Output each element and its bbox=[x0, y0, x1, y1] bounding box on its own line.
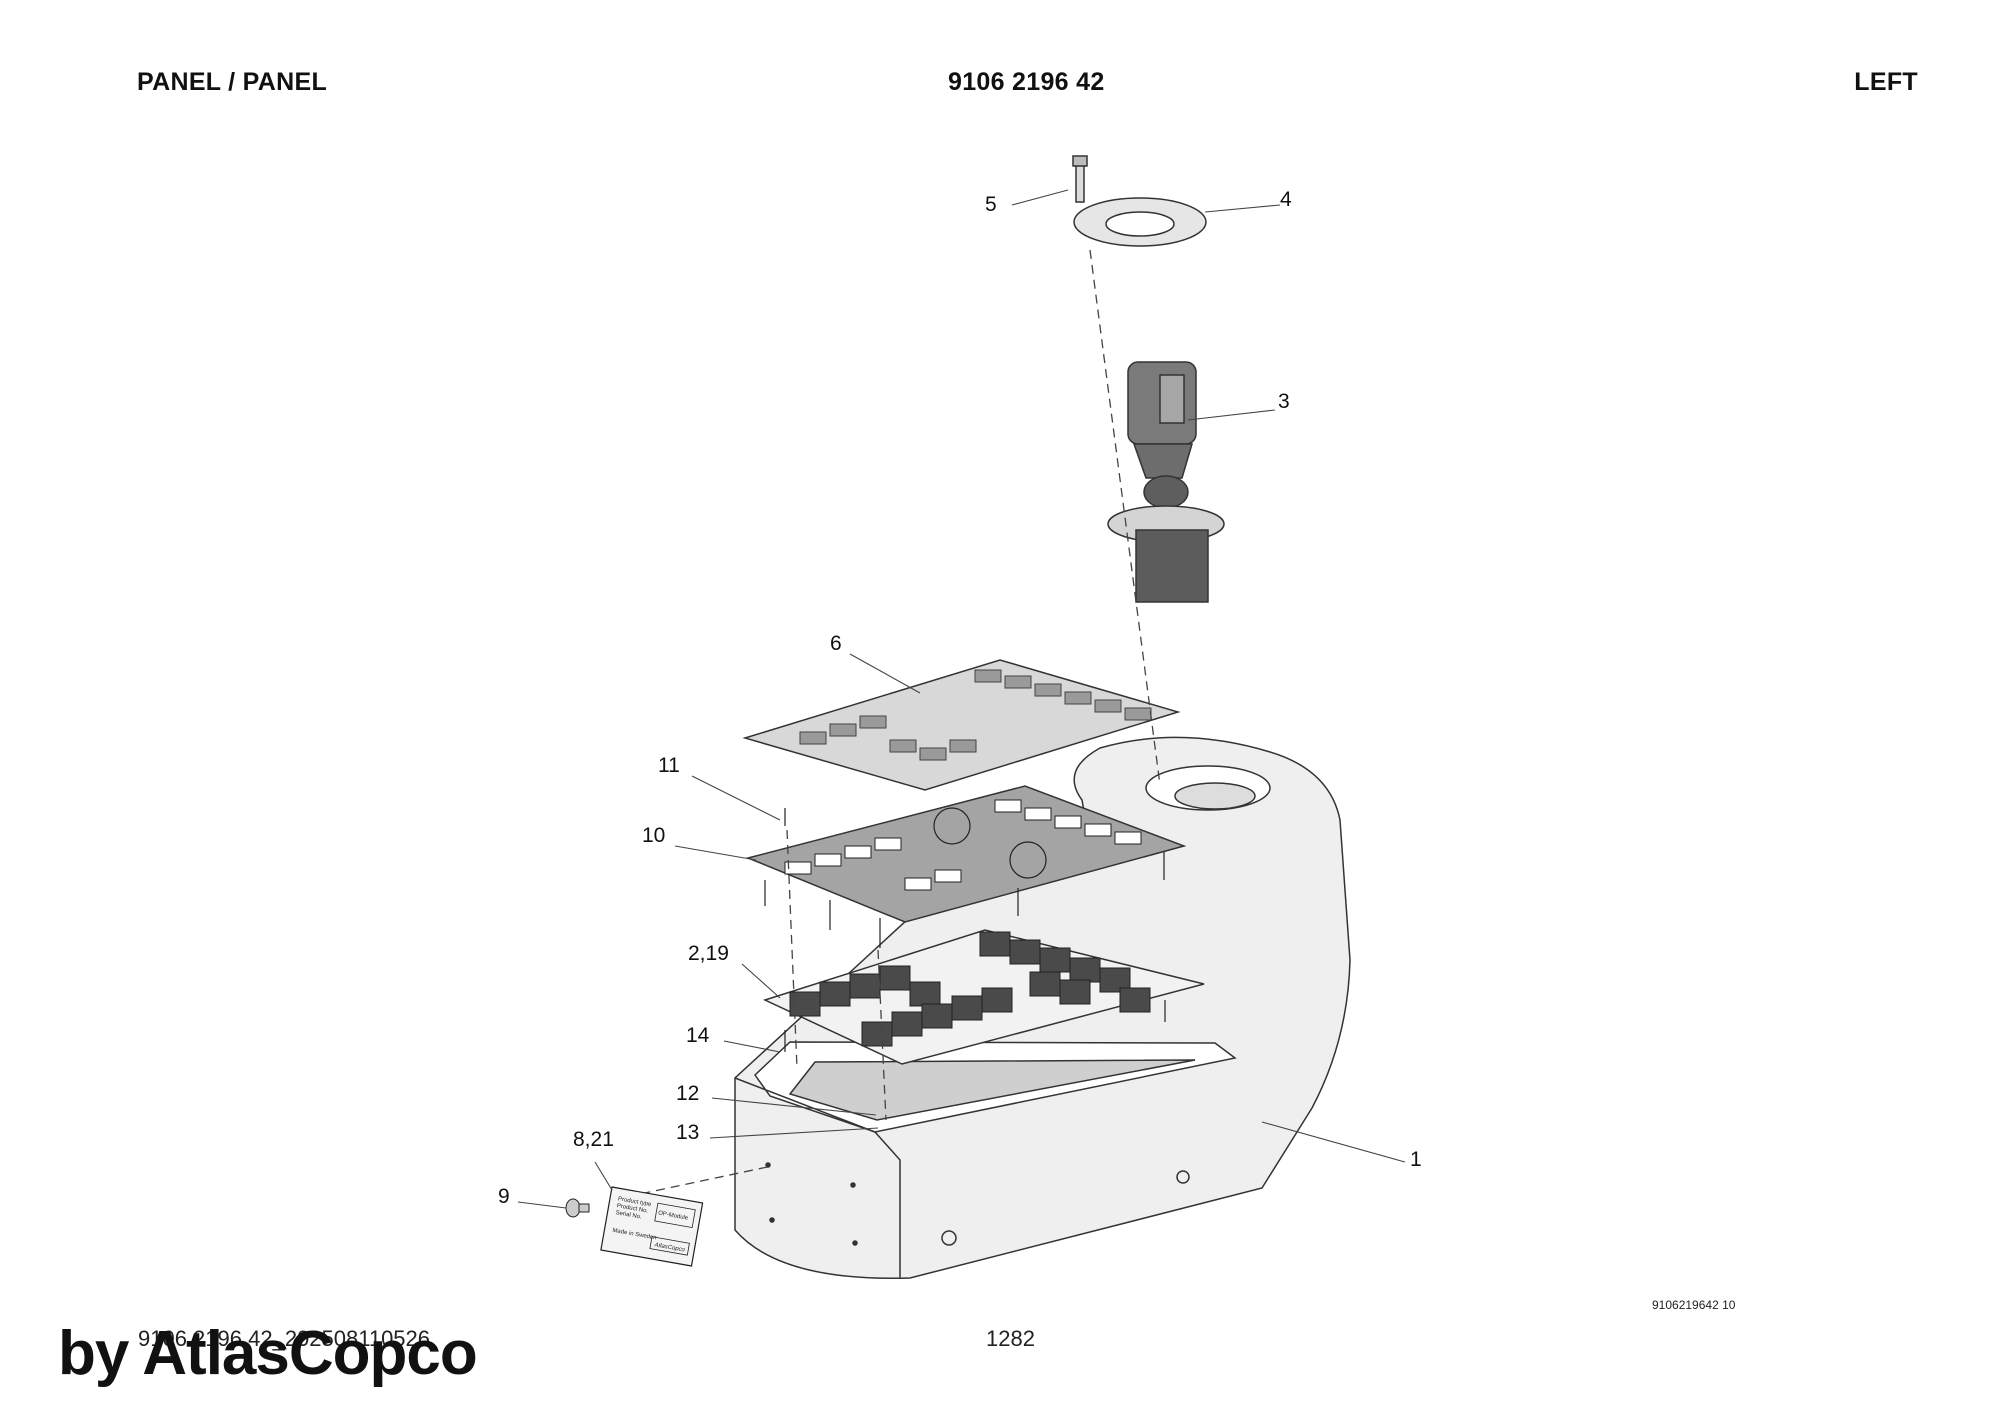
figure-code: 9106219642 10 bbox=[1652, 1298, 1736, 1312]
page-number: 1282 bbox=[986, 1326, 1035, 1351]
bracket-hole bbox=[1009, 841, 1047, 879]
bracket-hole bbox=[933, 807, 971, 845]
side-label: LEFT bbox=[1854, 68, 1918, 96]
part-number: 9106 2196 42 bbox=[948, 68, 1105, 96]
plate-product-no: Product No. bbox=[616, 1203, 649, 1214]
callout-rating-plate: 8,21 bbox=[573, 1128, 614, 1151]
callout-nut: 13 bbox=[676, 1121, 700, 1144]
joystick-body bbox=[1135, 529, 1209, 603]
rating-plate: Product type Product No. Serial No. OP-M… bbox=[600, 1186, 704, 1267]
callout-flange: 4 bbox=[1280, 188, 1292, 211]
callout-screw-11: 11 bbox=[658, 754, 680, 777]
callout-housing: 1 bbox=[1410, 1148, 1422, 1171]
brand-watermark: by AtlasCopco bbox=[58, 1319, 478, 1388]
callout-bracket-plate: 10 bbox=[642, 824, 666, 847]
callout-standoff: 14 bbox=[686, 1024, 710, 1047]
plate-logo: AtlasCopco bbox=[653, 1242, 686, 1254]
document-id: 9106 2196 42_202508110526 bbox=[138, 1326, 431, 1351]
callout-joystick: 3 bbox=[1278, 390, 1290, 413]
callout-screw: 5 bbox=[985, 193, 997, 216]
plate-model: OP-Module bbox=[658, 1210, 690, 1221]
plate-product-type: Product type bbox=[617, 1196, 652, 1208]
housing-side-wall bbox=[734, 1077, 901, 1278]
housing-top-well bbox=[788, 1059, 1196, 1121]
callout-plate-screw: 9 bbox=[498, 1185, 510, 1208]
plate-serial-no: Serial No. bbox=[615, 1210, 642, 1221]
plate-screw bbox=[565, 1198, 581, 1218]
callout-washer: 12 bbox=[676, 1082, 700, 1105]
page-title: PANEL / PANEL bbox=[137, 68, 328, 96]
callout-switch-board: 2,19 bbox=[688, 942, 729, 965]
callout-membrane-panel: 6 bbox=[830, 632, 842, 655]
